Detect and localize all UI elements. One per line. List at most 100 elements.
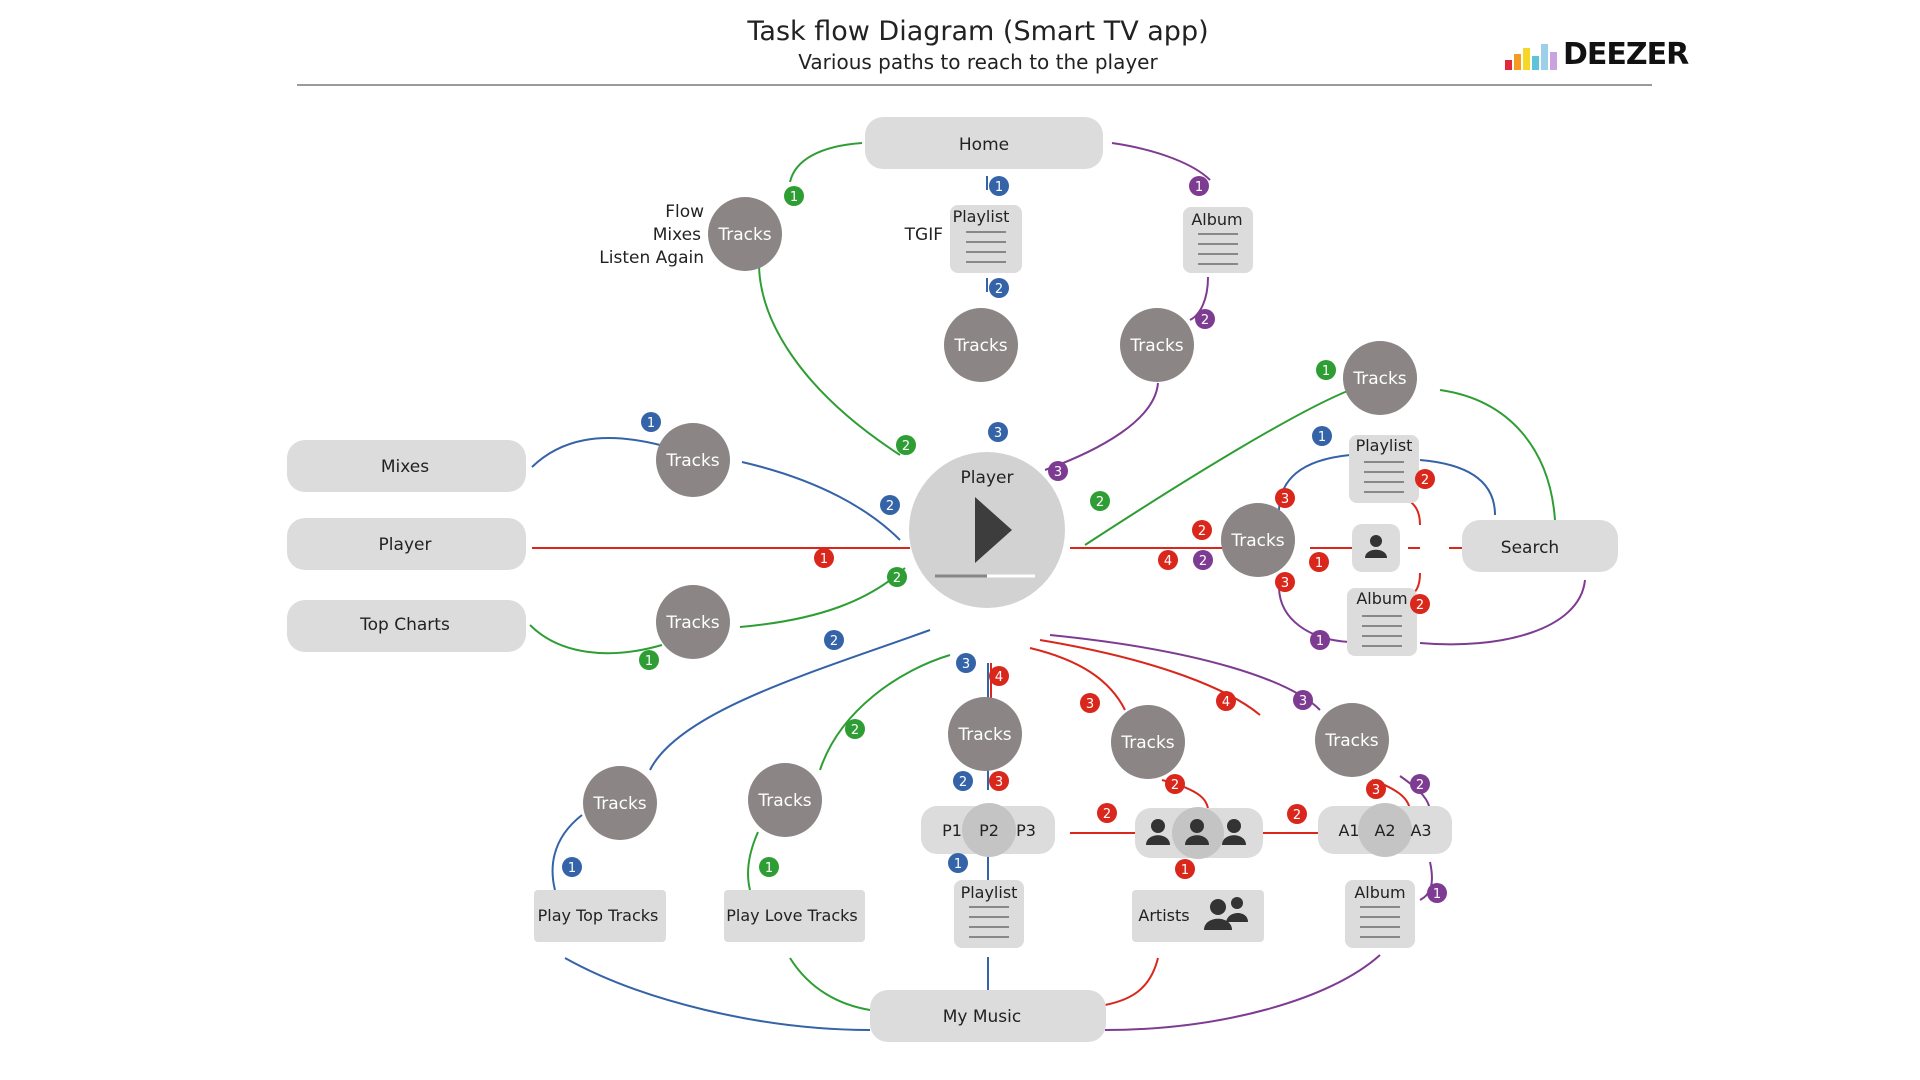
album-card-home[interactable] [1183,207,1253,273]
a3-label: A3 [1410,821,1431,840]
tracks-label: Tracks [1129,336,1183,356]
step-badge-blue [956,653,976,673]
a2-label: A2 [1374,821,1395,840]
a1-label: A1 [1338,821,1359,840]
step-badge-number: 2 [830,634,838,649]
play-top-tracks-label: Play Top Tracks [538,906,659,925]
artist-card-search[interactable] [1352,524,1400,572]
step-badge-blue [824,630,844,650]
tracks-circle-topcharts[interactable] [656,585,730,659]
playlist-card-mymusic[interactable] [954,880,1024,948]
step-badge-number: 3 [1372,783,1380,798]
step-badge-number: 2 [1198,524,1206,539]
step-badge-purple [1195,309,1215,329]
mixes-hint-label: Mixes [653,225,701,245]
p1-label: P1 [942,821,962,840]
playlist-label-search: Playlist [1356,436,1413,455]
step-badge-number: 3 [1086,697,1094,712]
step-badge-number: 2 [1096,495,1104,510]
step-badge-purple [1293,690,1313,710]
artists-icon [1204,897,1248,930]
step-badge-red [1158,550,1178,570]
play-icon[interactable] [975,497,1012,563]
step-badge-red [1080,693,1100,713]
playlist-label-mymusic: Playlist [961,883,1018,902]
step-badge-blue [953,771,973,791]
search-label: Search [1501,538,1559,558]
tracks-circle-artists[interactable] [1111,705,1185,779]
step-badge-number: 1 [995,180,1003,195]
step-badge-number: 2 [1201,313,1209,328]
home-label: Home [959,135,1009,155]
step-badge-red [1175,859,1195,879]
tracks-circle-tgif[interactable] [944,308,1018,382]
tracks-circle-mixes[interactable] [656,423,730,497]
step-badge-number: 2 [959,775,967,790]
tracks-label: Tracks [592,794,646,814]
step-badge-number: 3 [995,775,1003,790]
step-badge-number: 1 [645,654,653,669]
step-badge-number: 1 [1315,556,1323,571]
step-badge-green [1316,360,1336,380]
step-badge-number: 2 [886,499,894,514]
step-badge-blue [988,422,1008,442]
tracks-label: Tracks [717,225,771,245]
step-badge-number: 1 [954,857,962,872]
mixes-node[interactable] [287,440,526,492]
tracks-circle-search-top[interactable] [1343,341,1417,415]
step-badge-blue [641,412,661,432]
step-badge-number: 4 [995,670,1003,685]
album-label-search: Album [1356,589,1407,608]
top-charts-node[interactable] [287,600,526,652]
tracks-label: Tracks [1352,369,1406,389]
tracks-label: Tracks [665,613,719,633]
step-badge-number: 2 [902,439,910,454]
album-card-mymusic[interactable] [1345,880,1415,948]
step-badge-number: 2 [1421,473,1429,488]
deezer-equalizer-icon [1505,40,1557,70]
tracks-label: Tracks [665,451,719,471]
step-badge-number: 3 [1299,694,1307,709]
step-badge-red [989,666,1009,686]
p2-label: P2 [979,821,999,840]
tracks-label: Tracks [757,791,811,811]
step-badge-number: 3 [994,426,1002,441]
tracks-circle-toptracks[interactable] [583,766,657,840]
tracks-circle-search[interactable] [1221,503,1295,577]
person-icon [1146,819,1170,845]
step-badge-number: 2 [1293,808,1301,823]
playlist-card-search[interactable] [1349,435,1419,503]
step-badge-number: 4 [1222,695,1230,710]
p3-label: P3 [1016,821,1036,840]
step-badge-green [896,435,916,455]
a2-highlight [1358,803,1412,857]
step-badge-green [887,567,907,587]
search-node[interactable] [1462,520,1618,572]
home-node[interactable] [865,117,1103,169]
flow-label: Flow [665,202,704,222]
tracks-circle-lovetracks[interactable] [748,763,822,837]
play-top-tracks-node[interactable] [534,890,666,942]
step-badge-red [1216,691,1236,711]
diagram-title: Task flow Diagram (Smart TV app) [747,16,1209,47]
step-badge-green [845,719,865,739]
step-badge-number: 1 [1433,887,1441,902]
tracks-circle-album[interactable] [1120,308,1194,382]
player-source-node[interactable] [287,518,526,570]
tracks-circle-mymusic[interactable] [948,697,1022,771]
step-badge-number: 2 [1171,778,1179,793]
my-music-node[interactable] [870,990,1106,1042]
step-badge-number: 1 [1181,863,1189,878]
step-badge-red [1410,594,1430,614]
tracks-circle-flow[interactable] [708,197,782,271]
play-love-tracks-node[interactable] [724,890,865,942]
tracks-label: Tracks [1230,531,1284,551]
tracks-circle-albums[interactable] [1315,703,1389,777]
step-badge-red [1366,779,1386,799]
step-badge-number: 1 [1316,634,1324,649]
playlist-card-home[interactable] [950,205,1022,273]
album-card-search[interactable] [1347,588,1417,656]
person-icon [1222,819,1246,845]
